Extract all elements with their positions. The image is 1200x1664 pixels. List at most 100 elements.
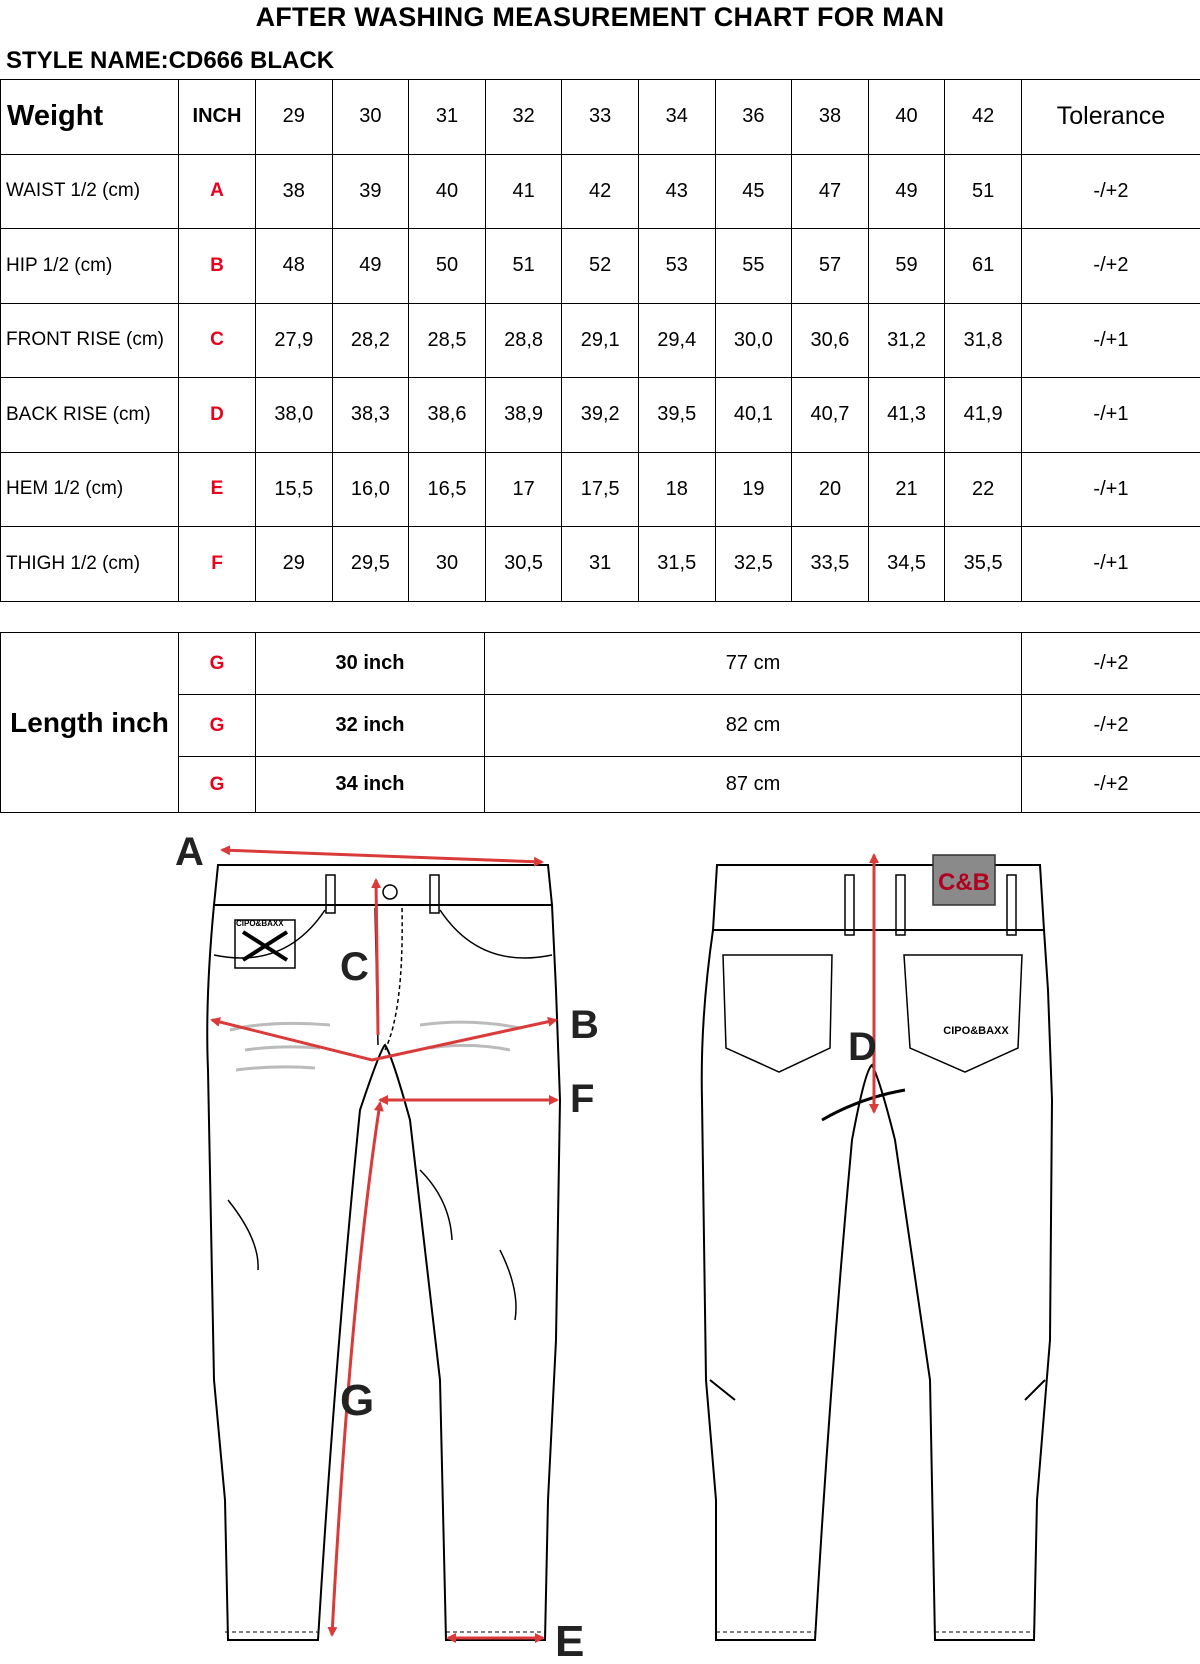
length-label: Length inch [0, 632, 179, 813]
header-size: 33 [561, 79, 639, 155]
measure-line-a [220, 845, 544, 867]
measurement-code: F [178, 526, 256, 602]
measurement-value: 55 [714, 228, 793, 304]
measure-line-g [327, 1101, 384, 1637]
header-size: 31 [408, 79, 486, 155]
back-pocket-logo: CIPO&BAXX [943, 1025, 1009, 1037]
measurement-value: 28,8 [484, 302, 563, 378]
length-code: G [178, 632, 256, 695]
header-weight: Weight [0, 79, 179, 155]
tolerance-value: -/+1 [1020, 451, 1200, 527]
marker-c: C [340, 945, 369, 989]
jeans-technical-drawing: CIPO&BAXX C&B CIPO&BAXX A C B F G E D [175, 830, 1054, 1664]
measurement-label: FRONT RISE (cm) [0, 302, 179, 378]
measurement-value: 43 [637, 153, 716, 229]
length-code: G [178, 756, 256, 813]
header-inch: INCH [178, 79, 256, 155]
measurement-value: 17 [484, 451, 563, 527]
measurement-value: 41,9 [944, 377, 1022, 453]
measurement-value: 31 [561, 526, 639, 602]
back-view-jeans [700, 864, 1054, 1641]
measurement-label: WAIST 1/2 (cm) [0, 153, 179, 229]
measurement-value: 38,3 [331, 377, 410, 453]
measurement-value: 19 [714, 451, 793, 527]
front-patch-logo: CIPO&BAXX [236, 919, 284, 928]
measurement-value: 52 [561, 228, 639, 304]
marker-letters: A C B F G E D [175, 830, 877, 1664]
measurement-value: 27,9 [255, 302, 333, 378]
measurement-code: E [178, 451, 256, 527]
length-inch: 32 inch [255, 694, 485, 757]
measurement-label: HIP 1/2 (cm) [0, 228, 179, 304]
marker-b: B [570, 1003, 599, 1047]
measurement-value: 31,8 [944, 302, 1022, 378]
tolerance-value: -/+2 [1020, 228, 1200, 304]
measurement-value: 39,2 [561, 377, 639, 453]
measurement-value: 30,6 [791, 302, 869, 378]
marker-e: E [555, 1617, 584, 1664]
header-size: 32 [484, 79, 563, 155]
back-patch-logo: C&B [938, 869, 990, 896]
header-size: 42 [944, 79, 1022, 155]
front-view-jeans [206, 864, 562, 1641]
measurement-value: 17,5 [561, 451, 639, 527]
measurement-value: 31,2 [867, 302, 946, 378]
measurement-value: 22 [944, 451, 1022, 527]
measurement-value: 53 [637, 228, 716, 304]
marker-f: F [570, 1077, 594, 1121]
measurement-value: 21 [867, 451, 946, 527]
measurement-value: 16,5 [408, 451, 486, 527]
measurement-value: 29,5 [331, 526, 410, 602]
marker-d: D [848, 1025, 877, 1069]
measurement-value: 32,5 [714, 526, 793, 602]
measurement-label: HEM 1/2 (cm) [0, 451, 179, 527]
measurement-value: 59 [867, 228, 946, 304]
measurement-value: 29 [255, 526, 333, 602]
length-inch: 34 inch [255, 756, 485, 813]
measurement-code: B [178, 228, 256, 304]
measurement-value: 57 [791, 228, 869, 304]
measurement-value: 45 [714, 153, 793, 229]
marker-g: G [340, 1376, 374, 1425]
header-size: 40 [867, 79, 946, 155]
length-cm: 87 cm [484, 756, 1022, 813]
measurement-value: 41,3 [867, 377, 946, 453]
measurement-value: 35,5 [944, 526, 1022, 602]
measure-line-c [371, 878, 382, 1036]
measurement-value: 34,5 [867, 526, 946, 602]
length-cm: 77 cm [484, 632, 1022, 695]
measurement-label: THIGH 1/2 (cm) [0, 526, 179, 602]
measurement-code: C [178, 302, 256, 378]
style-name: STYLE NAME:CD666 BLACK [6, 47, 335, 74]
measurement-value: 15,5 [255, 451, 333, 527]
length-inch: 30 inch [255, 632, 485, 695]
measurement-value: 49 [867, 153, 946, 229]
measurement-value: 48 [255, 228, 333, 304]
header-size: 36 [714, 79, 793, 155]
length-tolerance: -/+2 [1021, 632, 1200, 695]
measurement-value: 61 [944, 228, 1022, 304]
measurement-value: 38,6 [408, 377, 486, 453]
tolerance-value: -/+1 [1020, 302, 1200, 378]
measurement-value: 42 [561, 153, 639, 229]
measurement-value: 51 [944, 153, 1022, 229]
measurement-value: 30,5 [484, 526, 563, 602]
measurement-value: 16,0 [331, 451, 410, 527]
measurement-code: A [178, 153, 256, 229]
measurement-label: BACK RISE (cm) [0, 377, 179, 453]
header-size: 34 [637, 79, 716, 155]
measurement-value: 28,2 [331, 302, 410, 378]
measurement-value: 51 [484, 228, 563, 304]
